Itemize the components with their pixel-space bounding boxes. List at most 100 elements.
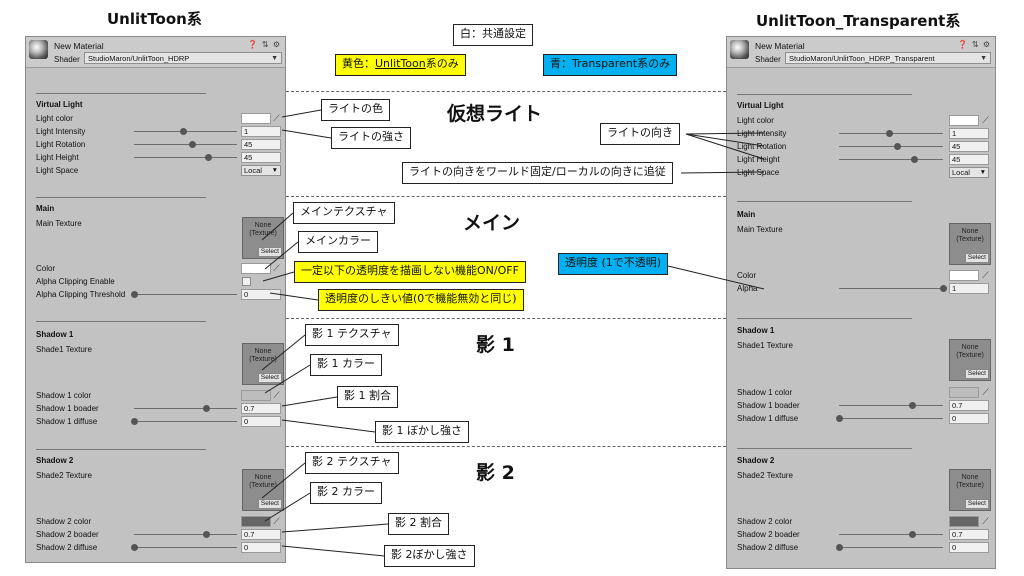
alpha-row: Alpha 1: [727, 283, 995, 294]
texture-select-button[interactable]: Select: [964, 499, 989, 509]
shadow2-diffuse-slider[interactable]: [134, 547, 237, 548]
eyedropper-icon[interactable]: ⟋: [273, 516, 280, 526]
alpha-clip-threshold-slider[interactable]: [134, 294, 237, 295]
shadow2-texture-slot[interactable]: None(Texture) Select: [242, 469, 284, 511]
chevron-down-icon: ▼: [271, 167, 278, 174]
shadow2-diffuse-slider[interactable]: [839, 547, 943, 548]
light-color-swatch[interactable]: [949, 115, 979, 126]
slider-knob[interactable]: [910, 156, 918, 163]
shadow1-texture-slot[interactable]: None(Texture) Select: [242, 343, 284, 385]
light-intensity-row: Light Intensity 1: [26, 126, 285, 137]
shadow2-color-swatch[interactable]: [949, 516, 979, 527]
light-intensity-value[interactable]: 1: [241, 126, 281, 137]
light-rotation-slider[interactable]: [134, 144, 237, 145]
alpha-label: Alpha: [737, 284, 758, 293]
shader-dropdown[interactable]: StudioMaron/UnlitToon_HDRP_Transparent ▼: [785, 52, 991, 64]
shadow2-texture-label: Shade2 Texture: [36, 471, 92, 480]
shadow2-title: Shadow 2: [36, 456, 74, 465]
light-height-value[interactable]: 45: [949, 154, 989, 165]
shadow2-texture-slot[interactable]: None(Texture) Select: [949, 469, 991, 511]
shadow1-diffuse-slider[interactable]: [134, 421, 237, 422]
main-color-swatch[interactable]: [949, 270, 979, 281]
shadow2-diffuse-value[interactable]: 0: [949, 542, 989, 553]
left-heading: UnlitToon系: [107, 10, 202, 28]
light-intensity-value[interactable]: 1: [949, 128, 989, 139]
shadow1-color-swatch[interactable]: [241, 390, 271, 401]
light-space-dropdown[interactable]: Local ▼: [949, 167, 989, 178]
light-color-swatch[interactable]: [241, 113, 271, 124]
shadow1-diffuse-value[interactable]: 0: [949, 413, 989, 424]
slider-knob[interactable]: [908, 531, 916, 538]
texture-type: (Texture): [956, 352, 984, 359]
chevron-down-icon: ▼: [271, 55, 278, 62]
eyedropper-icon[interactable]: ⟋: [273, 113, 280, 123]
texture-select-button[interactable]: Select: [964, 369, 989, 379]
shadow1-diffuse-slider[interactable]: [839, 418, 943, 419]
light-space-dropdown[interactable]: Local ▼: [241, 165, 281, 176]
eyedropper-icon[interactable]: ⟋: [982, 270, 989, 280]
texture-select-button[interactable]: Select: [257, 373, 282, 383]
shadow1-boader-value[interactable]: 0.7: [949, 400, 989, 411]
light-height-slider[interactable]: [134, 157, 237, 158]
alpha-clip-threshold-row: Alpha Clipping Threshold 0: [26, 289, 285, 300]
texture-select-button[interactable]: Select: [257, 499, 282, 509]
slider-knob[interactable]: [885, 130, 893, 137]
shadow2-boader-slider[interactable]: [134, 534, 237, 535]
slider-knob[interactable]: [908, 402, 916, 409]
section-rule: [36, 449, 206, 450]
texture-select-button[interactable]: Select: [964, 253, 989, 263]
shadow2-boader-value[interactable]: 0.7: [241, 529, 281, 540]
eyedropper-icon[interactable]: ⟋: [273, 390, 280, 400]
texture-select-button[interactable]: Select: [257, 247, 282, 257]
header-icons[interactable]: ❓ ⇅ ⚙: [957, 40, 991, 49]
alpha-slider[interactable]: [839, 288, 943, 289]
eyedropper-icon[interactable]: ⟋: [273, 263, 280, 273]
alpha-clip-enable-checkbox[interactable]: [242, 277, 251, 286]
light-rotation-slider[interactable]: [839, 146, 943, 147]
shadow1-diffuse-value[interactable]: 0: [241, 416, 281, 427]
right-panel-header: New Material ❓ ⇅ ⚙ Shader StudioMaron/Un…: [727, 37, 995, 68]
main-texture-slot[interactable]: None(Texture) Select: [949, 223, 991, 265]
alpha-value[interactable]: 1: [949, 283, 989, 294]
texture-none: None: [254, 222, 272, 229]
light-rotation-value[interactable]: 45: [949, 141, 989, 152]
slider-knob[interactable]: [180, 128, 188, 135]
slider-knob[interactable]: [894, 143, 902, 150]
slider-knob[interactable]: [203, 405, 211, 412]
main-color-swatch[interactable]: [241, 263, 271, 274]
shadow2-diffuse-value[interactable]: 0: [241, 542, 281, 553]
eyedropper-icon[interactable]: ⟋: [982, 516, 989, 526]
header-icons[interactable]: ❓ ⇅ ⚙: [247, 40, 281, 49]
light-intensity-row: Light Intensity 1: [727, 128, 995, 139]
connector-shadow2-ratio: [281, 523, 389, 533]
slider-knob[interactable]: [131, 291, 138, 298]
light-rotation-value[interactable]: 45: [241, 139, 281, 150]
light-height-value[interactable]: 45: [241, 152, 281, 163]
legend-yellow-suffix: 系のみ: [425, 57, 459, 70]
eyedropper-icon[interactable]: ⟋: [982, 387, 989, 397]
legend-yellow-prefix: 黄色：: [342, 57, 375, 70]
shadow1-boader-slider[interactable]: [134, 408, 237, 409]
shadow1-texture-slot[interactable]: None(Texture) Select: [949, 339, 991, 381]
main-texture-slot[interactable]: None(Texture) Select: [242, 217, 284, 259]
section-shadow1-title: 影 1: [476, 334, 515, 356]
light-height-slider[interactable]: [839, 159, 943, 160]
shadow2-boader-value[interactable]: 0.7: [949, 529, 989, 540]
slider-knob[interactable]: [940, 285, 947, 292]
shadow1-boader-value[interactable]: 0.7: [241, 403, 281, 414]
slider-knob[interactable]: [836, 544, 843, 551]
shadow2-color-swatch[interactable]: [241, 516, 271, 527]
alpha-clip-threshold-value[interactable]: 0: [241, 289, 281, 300]
slider-knob[interactable]: [836, 415, 843, 422]
slider-knob[interactable]: [203, 531, 211, 538]
shadow2-boader-slider[interactable]: [839, 534, 943, 535]
slider-knob[interactable]: [205, 154, 213, 161]
main-texture-row: Main Texture: [727, 224, 995, 235]
slider-knob[interactable]: [131, 418, 138, 425]
shadow1-color-swatch[interactable]: [949, 387, 979, 398]
slider-knob[interactable]: [188, 141, 196, 148]
eyedropper-icon[interactable]: ⟋: [982, 115, 989, 125]
shader-dropdown[interactable]: StudioMaron/UnlitToon_HDRP ▼: [84, 52, 282, 64]
shadow1-boader-slider[interactable]: [839, 405, 943, 406]
slider-knob[interactable]: [131, 544, 138, 551]
